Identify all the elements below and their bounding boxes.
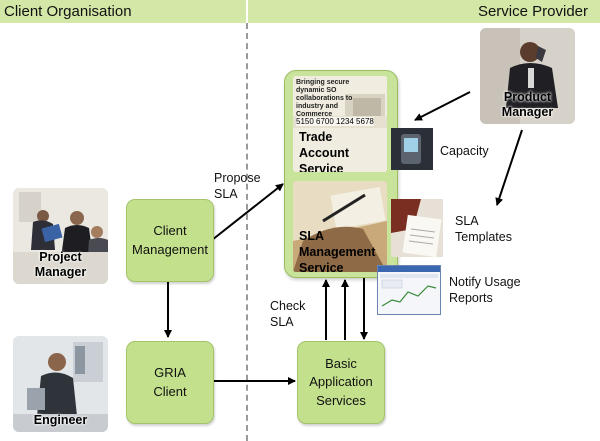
check-sla-label: Check SLA — [270, 299, 306, 330]
trade-account-service-label: Trade Account Service — [299, 130, 349, 172]
capacity-thumbnail — [391, 128, 433, 170]
basic-application-services-label: Basic Application Services — [309, 356, 373, 408]
arrow-propose-sla — [211, 183, 284, 241]
mobile-device-image — [391, 128, 433, 170]
trade-account-panel: Bringing secure dynamic SO collaboration… — [293, 76, 387, 172]
signing-document-image — [293, 181, 387, 272]
sla-templates-thumbnail — [391, 199, 443, 257]
engineer-image — [13, 336, 108, 432]
notify-usage-reports-label: Notify Usage Reports — [449, 275, 521, 306]
sla-management-panel: SLA Management Service — [293, 181, 387, 272]
project-manager-photo: Project Manager — [13, 188, 108, 284]
report-window-image — [378, 266, 440, 314]
propose-sla-label: Propose SLA — [214, 171, 261, 202]
service-provider-header: Service Provider — [248, 0, 600, 23]
product-manager-photo: Product Manager — [480, 28, 575, 124]
engineer-label: Engineer — [33, 413, 88, 427]
usage-report-thumbnail — [377, 265, 441, 315]
gria-client-node: GRIA Client — [126, 341, 214, 424]
capacity-label: Capacity — [440, 144, 489, 158]
gria-client-label: GRIA Client — [153, 365, 187, 399]
client-management-node: Client Management — [126, 199, 214, 282]
sla-templates-label: SLA Templates — [455, 214, 512, 245]
card-number: 5150 6700 1234 5678 — [296, 117, 374, 126]
businessman-image — [480, 28, 575, 124]
card-banner-text: Bringing secure dynamic SO collaboration… — [296, 79, 353, 119]
documents-image — [391, 199, 443, 257]
client-management-label: Client Management — [132, 223, 208, 257]
organisation-divider — [246, 23, 248, 441]
product-manager-label: Product Manager — [501, 90, 554, 119]
engineer-photo: Engineer — [13, 336, 108, 432]
sla-management-service-label: SLA Management Service — [299, 229, 376, 272]
arrow-product-to-templates — [495, 129, 523, 206]
client-organisation-header: Client Organisation — [0, 0, 246, 23]
meeting-people-image — [13, 188, 108, 284]
service-container: Bringing secure dynamic SO collaboration… — [284, 70, 398, 278]
arrow-product-to-service — [414, 91, 471, 121]
basic-application-services-node: Basic Application Services — [297, 341, 385, 424]
project-manager-label: Project Manager — [34, 250, 87, 279]
